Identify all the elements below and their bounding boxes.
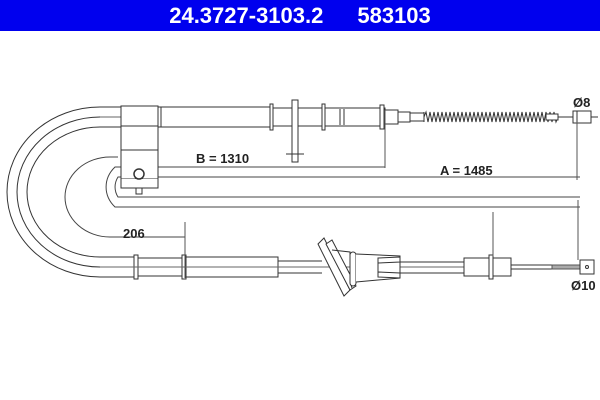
dim-a-label: A = 1485: [440, 163, 493, 178]
clip-hole: [133, 168, 145, 180]
reference-number: 583103: [357, 2, 431, 28]
mount-tab: [291, 99, 299, 163]
diameter-8-label: Ø8: [573, 95, 590, 110]
dim-loop-inner: [114, 176, 580, 198]
sheath-loop-outer: [6, 106, 135, 278]
dim-b-label: B = 1310: [196, 151, 249, 166]
clip-bracket: [120, 105, 159, 180]
end-nipple-top: [572, 110, 592, 124]
part-number: 24.3727-3103.2: [169, 2, 324, 28]
diameter-10-label: Ø10: [571, 278, 596, 293]
sheath-loop-mid: [16, 116, 135, 268]
dim-loop-a: [105, 166, 580, 208]
spring-top: [423, 110, 559, 124]
sheath-loop-inner: [26, 126, 135, 258]
dim-206-label: 206: [123, 226, 145, 241]
dim-loop-b: [64, 156, 185, 238]
end-nipple-bottom: [579, 259, 595, 275]
title-bar: 24.3727-3103.2 583103: [0, 0, 600, 31]
